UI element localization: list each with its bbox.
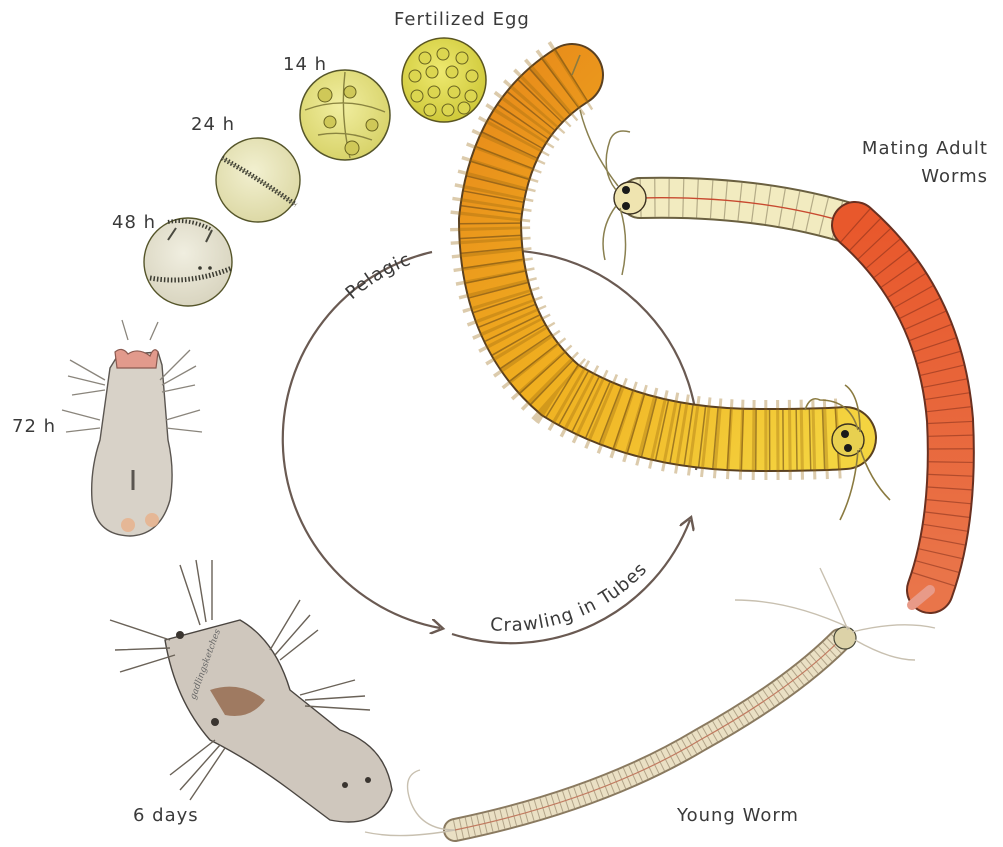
adult-worm-red-illustration [580,110,951,605]
fertilized-egg-illustration [402,38,486,122]
label-fertilized-egg: Fertilized Egg [394,9,530,30]
larva-6days-illustration: gadlingsketches [110,560,392,822]
larva-72h-illustration [62,320,202,536]
label-24h: 24 h [191,114,235,135]
label-14h: 14 h [283,54,327,75]
egg-14h-illustration [300,70,390,160]
adult-worm-orange-illustration [490,55,890,520]
pelagic-label: Pelagic [342,249,414,304]
crawling-label: Crawling in Tubes [490,558,652,636]
larva-48h-illustration [144,218,232,306]
label-mating-worms: Worms [921,166,988,187]
label-72h: 72 h [12,416,56,437]
young-worm-illustration [365,568,935,836]
label-48h: 48 h [112,212,156,233]
pelagic-arrow [283,252,440,628]
label-6days: 6 days [133,805,199,826]
larva-24h-illustration [216,138,300,222]
label-mating-adult: Mating Adult [862,138,988,159]
label-young-worm: Young Worm [676,805,799,826]
